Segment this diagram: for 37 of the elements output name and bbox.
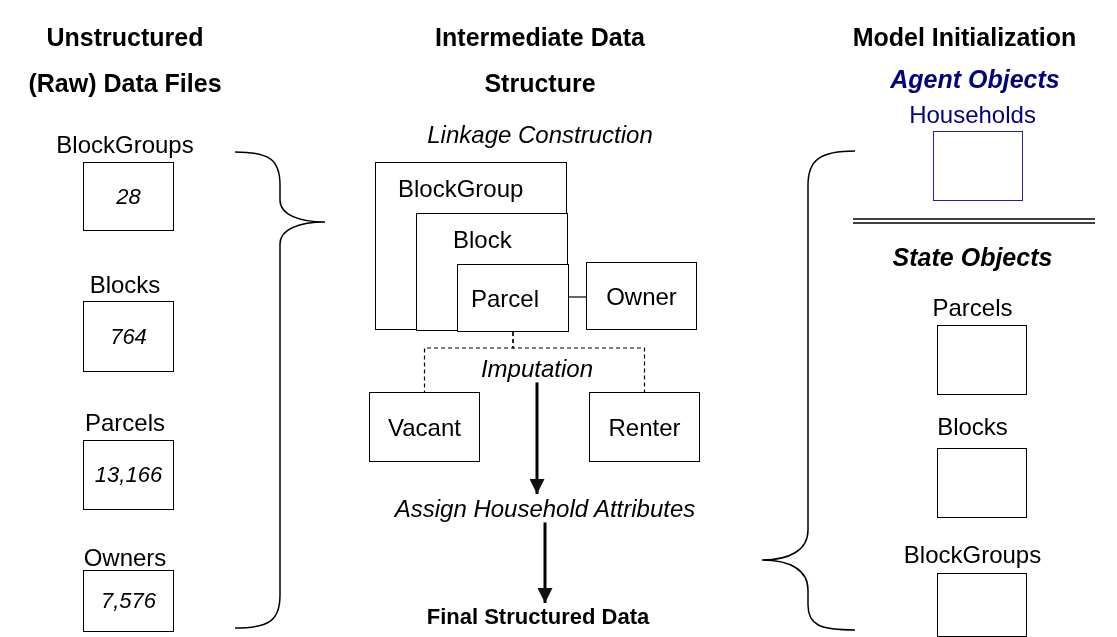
- step-text: Imputation: [460, 356, 614, 383]
- box-heading: Parcels: [84, 411, 166, 437]
- entity-box: [375, 162, 567, 330]
- connector-line: [512, 331, 646, 393]
- column-heading: Intermediate Data Structure: [434, 22, 646, 100]
- entity-box: [589, 392, 700, 462]
- record-count: 764: [109, 325, 148, 348]
- entity-box: [416, 213, 568, 331]
- entity-label: Block: [453, 228, 512, 252]
- box-heading: BlockGroups: [55, 133, 195, 159]
- result-text: Final Structured Data: [420, 605, 656, 630]
- step-text: Assign Household Attributes: [350, 496, 740, 523]
- box-heading: Parcels: [931, 296, 1014, 322]
- section-heading: State Objects: [891, 244, 1054, 272]
- box-heading: BlockGroups: [902, 543, 1043, 569]
- record-count: 28: [115, 185, 142, 208]
- step-text: Linkage Construction: [426, 122, 654, 149]
- section-heading: Agent Objects: [889, 66, 1061, 94]
- connector-line: [568, 296, 587, 298]
- box-heading: Blocks: [88, 273, 162, 299]
- entity-label: Owner: [605, 285, 678, 309]
- arrow: [537, 522, 553, 603]
- arrow: [529, 382, 545, 494]
- entity-label: Renter: [607, 416, 682, 440]
- entity-box: [369, 392, 480, 462]
- record-count: 13,166: [93, 464, 164, 486]
- entity-label: Vacant: [387, 416, 462, 440]
- entity-label: BlockGroup: [398, 177, 524, 201]
- box-heading: Blocks: [936, 415, 1009, 441]
- entity-box: [586, 262, 697, 330]
- box-heading: Households: [908, 103, 1037, 129]
- column-heading: Model Initialization: [851, 22, 1078, 53]
- record-count: 7,576: [99, 590, 158, 612]
- box-heading: Owners: [82, 546, 168, 572]
- column-heading: Unstructured (Raw) Data Files: [27, 22, 223, 100]
- entity-label: Parcel: [471, 287, 540, 311]
- entity-box: [457, 264, 569, 332]
